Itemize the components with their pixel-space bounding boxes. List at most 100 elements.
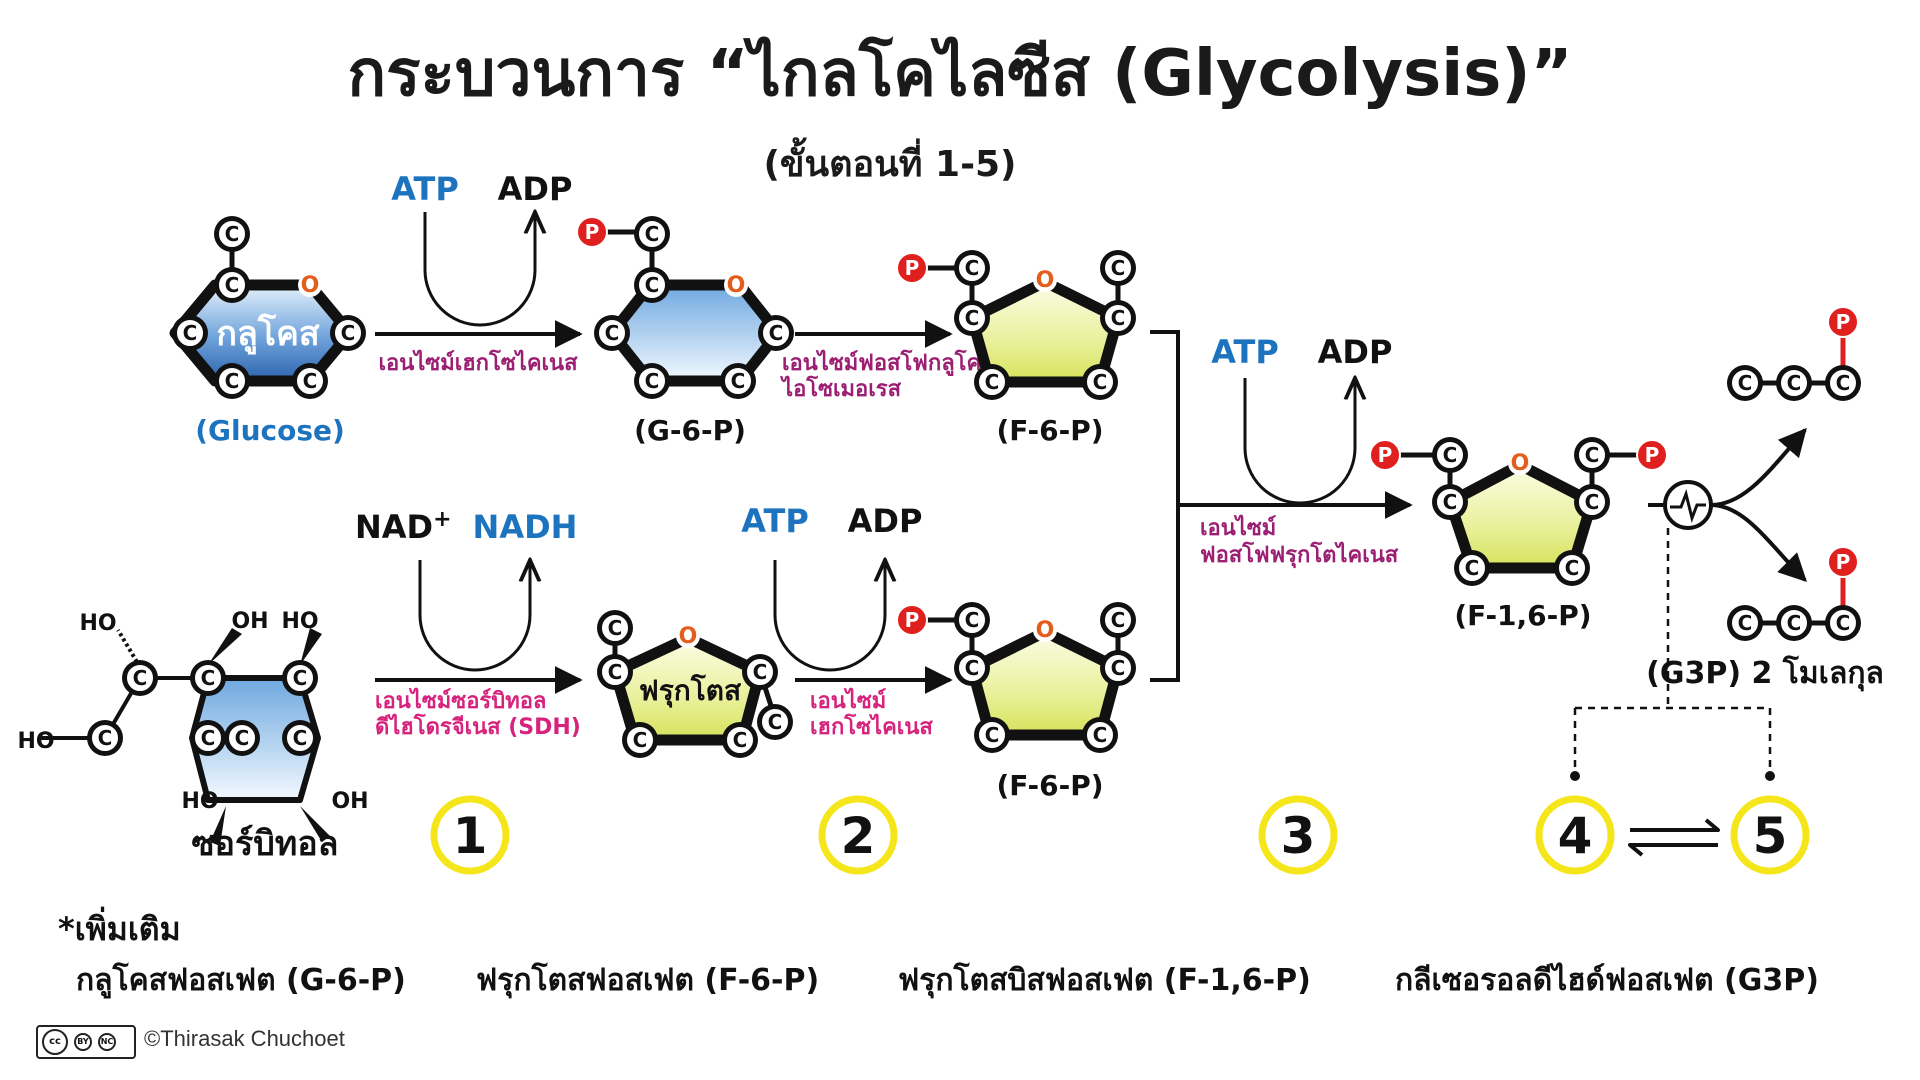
oxygen-atom: O [676, 624, 700, 649]
enzyme-pfk-line2: ฟอสโฟฟรุกโตไคเนส [1200, 541, 1399, 569]
author-credit: ©Thirasak Chuchoet [144, 1026, 345, 1051]
step-marker-2: 2 [818, 795, 898, 875]
svg-text:O: O [301, 273, 320, 298]
atp-adp-bracket-2 [773, 560, 885, 672]
atp-label-3: ATP [1211, 333, 1279, 371]
carbon-atom: C [1082, 364, 1118, 400]
oxygen-atom: O [724, 273, 748, 298]
step-marker-3: 3 [1258, 795, 1338, 875]
svg-text:O: O [727, 273, 746, 298]
svg-text:C: C [985, 370, 1000, 394]
carbon-atom: C [122, 660, 158, 696]
svg-text:C: C [733, 728, 748, 752]
phosphate-group: P [1827, 306, 1859, 338]
note-f6p: ฟรุกโตสฟอสเฟต (F-6-P) [476, 961, 819, 999]
svg-text:C: C [1443, 443, 1458, 467]
sorbitol-ho-2: HO [281, 609, 318, 634]
carbon-atom: C [1554, 550, 1590, 586]
nad-nadh-bracket [418, 560, 530, 672]
svg-text:P: P [1645, 443, 1660, 467]
svg-text:C: C [1738, 611, 1753, 635]
dashed-connector [1573, 528, 1772, 775]
carbon-atom: C [330, 315, 366, 351]
sorbitol-ho-1: HO [79, 611, 116, 636]
carbon-atom: C [954, 250, 990, 286]
f6p-bottom-molecule [912, 617, 1124, 741]
sorbitol-ho-3: HO [17, 729, 54, 754]
svg-text:5: 5 [1753, 807, 1788, 865]
notes-heading: *เพิ่มเติม [58, 906, 181, 948]
step-marker-1: 1 [430, 795, 510, 875]
svg-text:C: C [1836, 371, 1851, 395]
carbon-atom: C [292, 363, 328, 399]
svg-text:C: C [303, 369, 318, 393]
atp-adp-bracket-1 [423, 212, 535, 327]
carbon-atom: C [954, 650, 990, 686]
note-f16p: ฟรุกโตสบิสฟอสเฟต (F-1,6-P) [898, 961, 1311, 999]
enzyme-hexokinase-label: เอนไซม์เฮกโซไคเนส [378, 349, 578, 376]
carbon-atom: C [594, 315, 630, 351]
svg-text:4: 4 [1558, 807, 1593, 865]
glucose-caption: (Glucose) [195, 414, 345, 447]
adp-label-3: ADP [1318, 333, 1393, 371]
phosphate-group: P [1636, 439, 1668, 471]
carbon-atom: C [1082, 717, 1118, 753]
fructose-label: ฟรุกโตส [639, 673, 742, 708]
carbon-atom: C [634, 363, 670, 399]
nadh-label: NADH [473, 508, 578, 546]
sorbitol-caption: ซอร์บิทอล [191, 824, 338, 864]
enzyme-sdh-line2: ดีไฮโดรจีเนส (SDH) [375, 713, 581, 740]
svg-text:C: C [1093, 370, 1108, 394]
svg-text:C: C [293, 726, 308, 750]
carbon-atom: C [1432, 484, 1468, 520]
carbon-atom: C [597, 654, 633, 690]
phosphate-group: P [1827, 546, 1859, 578]
carbon-atom: C [720, 363, 756, 399]
svg-text:C: C [341, 321, 356, 345]
svg-text:P: P [1836, 310, 1851, 334]
equilibrium-arrows [1628, 818, 1720, 857]
phosphate-group: P [896, 252, 928, 284]
atp-label-1: ATP [391, 170, 459, 208]
svg-text:O: O [1036, 268, 1055, 293]
step-markers: 1 2 3 4 5 [430, 795, 1810, 875]
carbon-atom: C [1825, 605, 1861, 641]
svg-text:C: C [965, 306, 980, 330]
carbon-atom: C [172, 315, 208, 351]
svg-text:C: C [1111, 608, 1126, 632]
svg-text:2: 2 [841, 807, 876, 865]
svg-text:C: C [183, 321, 198, 345]
carbon-atom: C [214, 363, 250, 399]
split-arrow-up [1710, 427, 1807, 507]
note-g6p: กลูโคสฟอสเฟต (G-6-P) [76, 961, 406, 999]
enzyme-isomerase-line2: ไอโซเมอเรส [780, 375, 902, 402]
carbon-atom: C [1574, 484, 1610, 520]
svg-text:C: C [98, 726, 113, 750]
f6p-bottom-caption: (F-6-P) [996, 769, 1103, 802]
carbon-atom: C [634, 216, 670, 252]
svg-text:C: C [645, 369, 660, 393]
carbon-atom: C [1574, 437, 1610, 473]
svg-text:C: C [1738, 371, 1753, 395]
g3p-caption: (G3P) 2 โมเลกุล [1646, 654, 1884, 692]
carbon-atom: C [742, 654, 778, 690]
svg-text:P: P [905, 608, 920, 632]
carbon-atom: C [1100, 300, 1136, 336]
svg-text:P: P [1378, 443, 1393, 467]
svg-text:O: O [1036, 618, 1055, 643]
oxygen-atom: O [298, 273, 322, 298]
carbon-atom: C [1727, 605, 1763, 641]
svg-text:C: C [645, 222, 660, 246]
g6p-molecule [600, 229, 784, 387]
enzyme-sdh-line1: เอนไซม์ซอร์บิทอล [375, 687, 546, 714]
carbon-atom: C [974, 364, 1010, 400]
atp-adp-bracket-3 [1243, 378, 1355, 505]
step-marker-4: 4 [1535, 795, 1615, 875]
svg-text:C: C [201, 666, 216, 690]
carbon-atom: C [214, 216, 250, 252]
svg-text:C: C [965, 656, 980, 680]
glucose-label: กลูโคส [216, 313, 319, 355]
svg-text:C: C [731, 369, 746, 393]
